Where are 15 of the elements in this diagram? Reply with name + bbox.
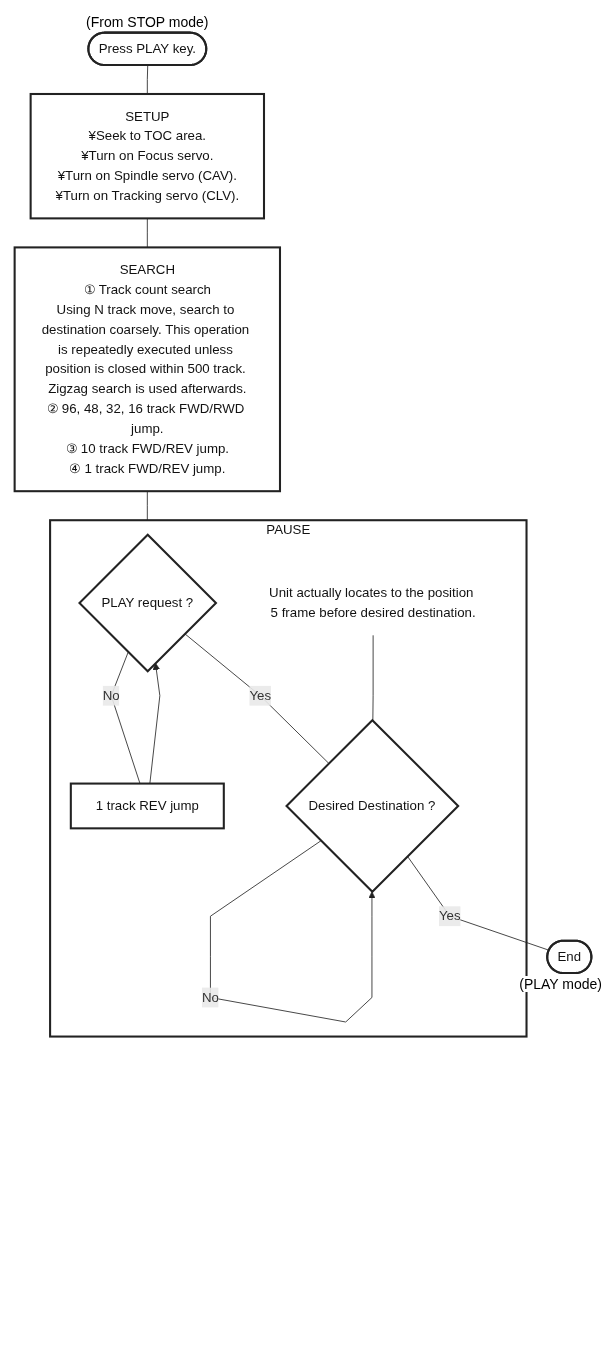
node-caption: (PLAY mode) bbox=[517, 976, 604, 993]
node-text: Unit actually locates to the position 5 frame before desired destination. bbox=[269, 585, 476, 620]
edge-label: No bbox=[201, 990, 219, 1005]
node-diamond: PLAY request ? bbox=[78, 533, 218, 673]
node-diamond: Desired Destination ? bbox=[285, 718, 460, 894]
connector bbox=[184, 633, 330, 764]
connector bbox=[146, 64, 149, 95]
edge-label: Yes bbox=[249, 688, 272, 703]
node-box: 1 track REV jump bbox=[69, 782, 225, 830]
edge-label: Yes bbox=[438, 908, 461, 923]
edge-label: No bbox=[102, 688, 120, 703]
node-caption: (From STOP mode) bbox=[84, 13, 211, 30]
node-box: SEARCH ① Track count search Using N track move, search to destination coarsely. This operation is repeatedly executed unless position is closed within 500 track. Zigzag search is used afterwards. ② 96, 48, 32, 16 track FWD/RWD jump. ③ 10 track FWD/REV jump. ④ 1 track FWD/REV jump. bbox=[13, 246, 282, 493]
connector bbox=[372, 634, 374, 722]
node-box: SETUP ¥Seek to TOC area. ¥Turn on Focus servo. ¥Turn on Spindle servo (CAV). ¥Turn on Tracking servo (CLV). bbox=[29, 92, 266, 220]
